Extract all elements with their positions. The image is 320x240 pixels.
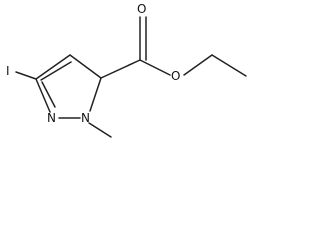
bond-c5-n1 xyxy=(89,77,102,112)
bond-c4-c5 xyxy=(69,54,102,79)
bond-ch2-ch3 xyxy=(211,54,247,77)
bond-carbonyl-ester-o xyxy=(139,59,171,76)
bond-n2-c3 xyxy=(35,78,51,113)
ring-nitrogen-label: N xyxy=(47,111,56,125)
bond-c3-c4-inner xyxy=(40,61,72,81)
methyl-nitrogen-label: N xyxy=(81,111,90,125)
bond-c5-carbonyl xyxy=(100,59,141,79)
bond-n1-methyl xyxy=(88,122,112,138)
structure-svg: I N N O O xyxy=(6,2,247,138)
bond-ester-o-ch2 xyxy=(183,54,213,76)
iodine-label: I xyxy=(6,64,10,78)
bond-c3-c4 xyxy=(35,54,71,80)
structure-diagram: I N N O O xyxy=(0,0,250,140)
bond-n2-c3-inner xyxy=(41,81,56,108)
bond-i-c3 xyxy=(15,71,37,80)
carbonyl-oxygen-label: O xyxy=(137,2,146,16)
ester-oxygen-label: O xyxy=(171,69,180,83)
